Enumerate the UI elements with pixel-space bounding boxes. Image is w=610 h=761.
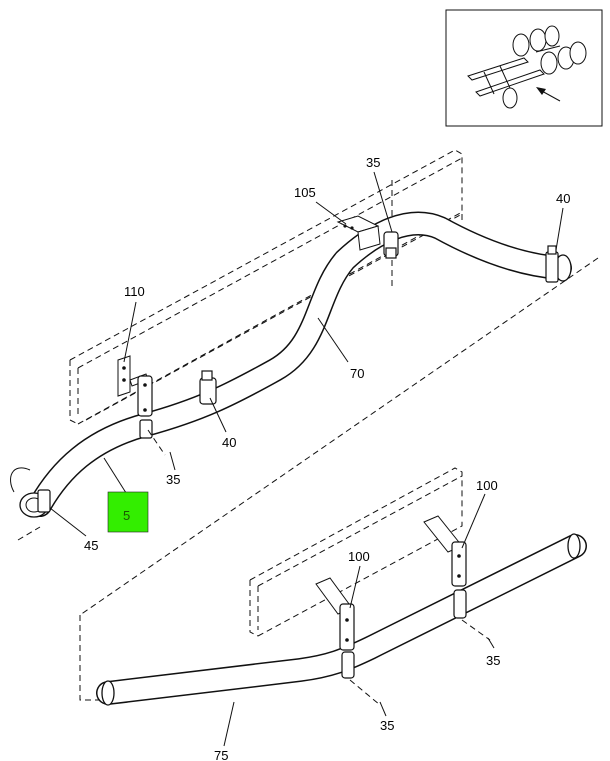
chassis-sketch — [467, 25, 587, 109]
locator-inset — [445, 9, 603, 127]
location-arrow — [536, 87, 561, 102]
callout-70: 70 — [350, 366, 364, 381]
callout-5: 5 — [123, 508, 130, 523]
frame-rail-lower — [249, 467, 463, 637]
callout-75: 75 — [214, 748, 228, 761]
exhaust-pipe-75 — [96, 533, 587, 706]
callout-40-top: 40 — [556, 191, 570, 206]
pipe-outlet-right — [545, 245, 572, 283]
clamp-axis-35-mid — [147, 429, 166, 456]
bracket-105 — [336, 215, 399, 259]
bracket-110 — [117, 355, 153, 439]
callout-105: 105 — [294, 185, 316, 200]
bracket-100-left — [315, 577, 355, 679]
callout-110: 110 — [124, 284, 145, 299]
leader-lines — [49, 171, 564, 747]
highlight-box — [107, 491, 149, 533]
callout-35-top: 35 — [366, 155, 380, 170]
callout-35-mid: 35 — [166, 472, 180, 487]
callout-100-left: 100 — [348, 549, 370, 564]
connection-line-right — [79, 257, 599, 616]
connection-line-left — [17, 526, 41, 541]
callout-100-right: 100 — [476, 478, 498, 493]
callout-35-right: 35 — [486, 653, 500, 668]
callout-45: 45 — [84, 538, 98, 553]
clamp-axis-35-right — [461, 619, 491, 641]
connection-line-bottom — [79, 615, 100, 701]
clamp-axis-35-bottom — [349, 679, 381, 706]
bracket-100-right — [423, 515, 467, 619]
callout-35-bottom: 35 — [380, 718, 394, 733]
callout-40-mid: 40 — [222, 435, 236, 450]
clamp-40-mid — [199, 370, 217, 405]
exhaust-pipe-70 — [28, 211, 572, 517]
pipe-inlet-left — [10, 467, 51, 518]
